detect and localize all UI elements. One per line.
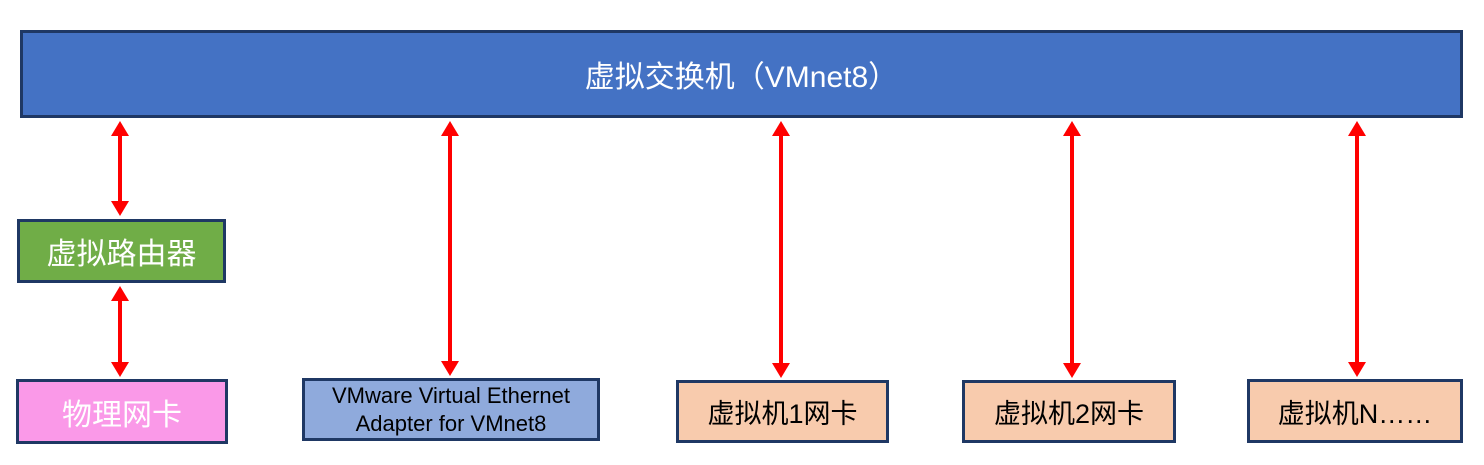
arrowhead-down-icon [111, 362, 129, 377]
arrowhead-down-icon [772, 363, 790, 378]
arrowhead-up-icon [1348, 121, 1366, 136]
physical-nic-label: 物理网卡 [62, 398, 182, 432]
node-virtual-router: 虚拟路由器 [17, 219, 226, 283]
arrowhead-up-icon [111, 121, 129, 136]
arrowhead-down-icon [1063, 363, 1081, 378]
virtual-router-label: 虚拟路由器 [46, 238, 197, 271]
vm1-nic-label: 虚拟机1网卡 [707, 399, 858, 429]
vmn-nic-label: 虚拟机N…… [1277, 398, 1433, 429]
node-virtual-switch: 虚拟交换机（VMnet8） [20, 30, 1463, 118]
node-vmware-adapter: VMware Virtual Ethernet Adapter for VMne… [302, 378, 600, 441]
node-physical-nic: 物理网卡 [16, 379, 228, 444]
virtual-switch-label: 虚拟交换机（VMnet8） [584, 61, 899, 94]
arrow-shaft [1070, 134, 1074, 365]
arrowhead-up-icon [1063, 121, 1081, 136]
arrow-shaft [1355, 134, 1359, 364]
arrowhead-down-icon [441, 361, 459, 376]
arrowhead-up-icon [772, 121, 790, 136]
arrowhead-down-icon [111, 201, 129, 216]
node-vmn-nic: 虚拟机N…… [1247, 379, 1463, 443]
arrowhead-down-icon [1348, 362, 1366, 377]
arrow-shaft [118, 299, 122, 364]
arrow-shaft [448, 134, 452, 363]
vmware-adapter-label: VMware Virtual Ethernet Adapter for VMne… [331, 383, 571, 436]
arrowhead-up-icon [111, 286, 129, 301]
arrow-shaft [118, 134, 122, 203]
node-vm2-nic: 虚拟机2网卡 [962, 380, 1176, 443]
arrowhead-up-icon [441, 121, 459, 136]
vm2-nic-label: 虚拟机2网卡 [993, 399, 1145, 429]
node-vm1-nic: 虚拟机1网卡 [676, 380, 889, 443]
arrow-shaft [779, 134, 783, 365]
